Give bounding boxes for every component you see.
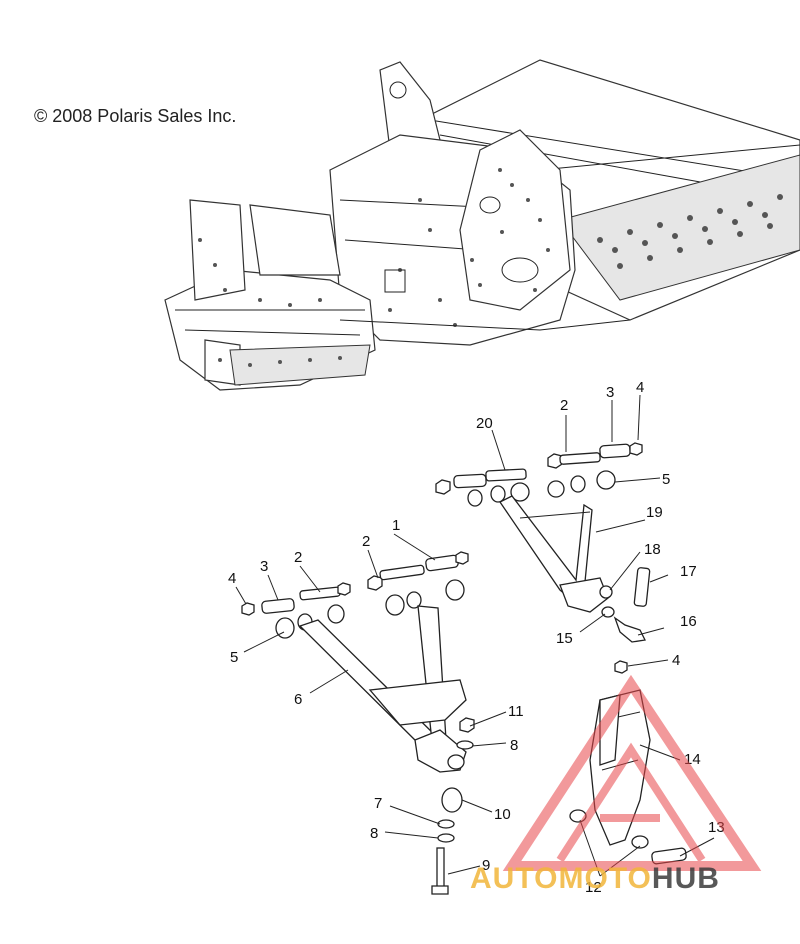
callout-4-upper: 4 xyxy=(636,379,644,396)
callout-12: 12 xyxy=(585,879,602,896)
chassis-frame xyxy=(164,59,800,391)
watermark-logo xyxy=(502,674,762,871)
callout-8-lower: 8 xyxy=(370,825,378,842)
callout-15: 15 xyxy=(556,630,573,647)
callout-9: 9 xyxy=(482,857,490,874)
callout-16: 16 xyxy=(680,613,697,630)
callout-3-left: 3 xyxy=(260,558,268,575)
callout-2-center: 2 xyxy=(362,533,370,550)
callout-5-left: 5 xyxy=(230,649,238,666)
callout-19: 19 xyxy=(646,504,663,521)
watermark-text-part2: HUB xyxy=(651,862,720,895)
callout-5-upper: 5 xyxy=(662,471,670,488)
callout-10: 10 xyxy=(494,806,511,823)
callout-1: 1 xyxy=(392,517,400,534)
callout-11: 11 xyxy=(508,703,524,720)
upper-a-arm-assembly xyxy=(435,442,651,674)
spindle xyxy=(569,689,687,865)
callout-4-lower: 4 xyxy=(672,652,680,669)
callout-3-upper: 3 xyxy=(606,384,614,401)
callout-4-left: 4 xyxy=(228,570,236,587)
watermark-text: AUTOMOTOHUB xyxy=(470,862,720,896)
callout-7: 7 xyxy=(374,795,382,812)
callout-17: 17 xyxy=(680,563,697,580)
copyright-notice: © 2008 Polaris Sales Inc. xyxy=(34,106,237,126)
callout-2-upper: 2 xyxy=(560,397,568,414)
callout-labels: 1 2 2 2 3 3 4 4 4 5 5 6 7 8 8 9 10 11 12… xyxy=(228,379,725,896)
callout-2-left: 2 xyxy=(294,549,302,566)
watermark-text-part1: AUTOMOTO xyxy=(470,862,652,895)
callout-8-upper: 8 xyxy=(510,737,518,754)
callout-6: 6 xyxy=(294,691,302,708)
lower-a-arm-assembly xyxy=(241,551,475,895)
callout-18: 18 xyxy=(644,541,661,558)
callout-20: 20 xyxy=(476,415,493,432)
